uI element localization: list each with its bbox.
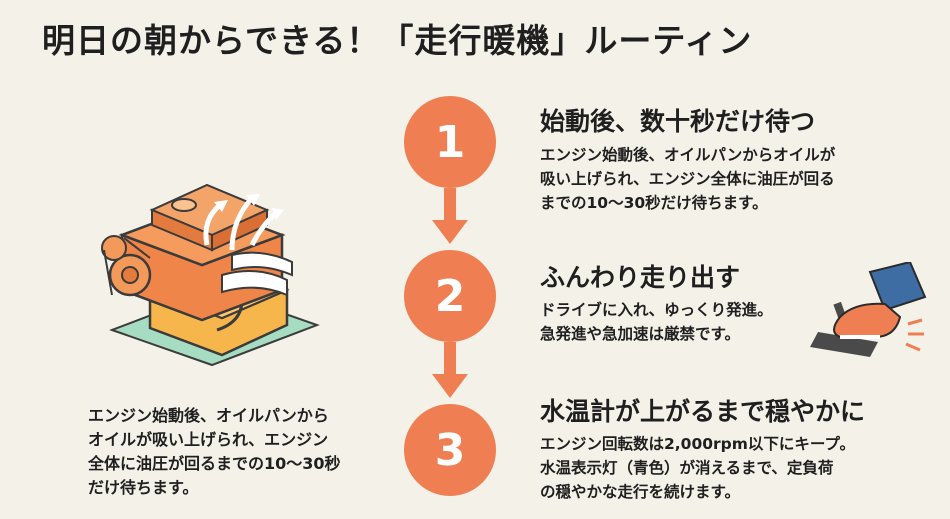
caption-line: オイルが吸い上げられ、エンジン: [88, 430, 329, 449]
step-desc-2: ドライブに入れ、ゆっくり発進。 急発進や急加速は厳禁です。: [540, 298, 773, 346]
step-desc-line: の穏やかな走行を続けます。: [540, 483, 740, 501]
step-desc-line: までの10〜30秒だけ待ちます。: [540, 194, 768, 212]
step-title-2: ふんわり走り出す: [540, 263, 741, 292]
engine-illustration: [101, 183, 320, 367]
step-desc-line: エンジン回転数は2,000rpm以下にキープ。: [540, 435, 856, 453]
step-number-2: 2: [404, 250, 496, 342]
caption-line: だけ待ちます。: [88, 478, 199, 497]
step-desc-line: ドライブに入れ、ゆっくり発進。: [540, 301, 773, 319]
pedal-foot-icon: [810, 262, 927, 357]
step-number-1: 1: [404, 96, 496, 188]
down-arrow-icon: [432, 342, 468, 398]
step-title-1: 始動後、数十秒だけ待つ: [540, 107, 816, 136]
step-title-3: 水温計が上がるまで穏やかに: [540, 397, 866, 426]
page-title: 明日の朝からできる！「走行暖機」ルーティン: [42, 21, 753, 60]
step-desc-1: エンジン始動後、オイルパンからオイルが 吸い上げられ、エンジン全体に油圧が回る …: [540, 143, 835, 215]
engine-caption: エンジン始動後、オイルパンから オイルが吸い上げられ、エンジン 全体に油圧が回る…: [88, 404, 388, 500]
caption-line: 全体に油圧が回るまでの10〜30秒: [88, 454, 341, 473]
down-arrow-icon: [432, 188, 468, 244]
step-desc-line: 吸い上げられ、エンジン全体に油圧が回る: [540, 170, 835, 188]
caption-line: エンジン始動後、オイルパンから: [88, 406, 329, 425]
step-desc-line: 急発進や急加速は厳禁です。: [540, 325, 740, 343]
step-desc-line: エンジン始動後、オイルパンからオイルが: [540, 146, 836, 164]
step-number-3: 3: [404, 404, 496, 496]
step-desc-line: 水温表示灯（青色）が消えるまで、定負荷: [540, 459, 834, 477]
step-desc-3: エンジン回転数は2,000rpm以下にキープ。 水温表示灯（青色）が消えるまで、…: [540, 432, 855, 504]
